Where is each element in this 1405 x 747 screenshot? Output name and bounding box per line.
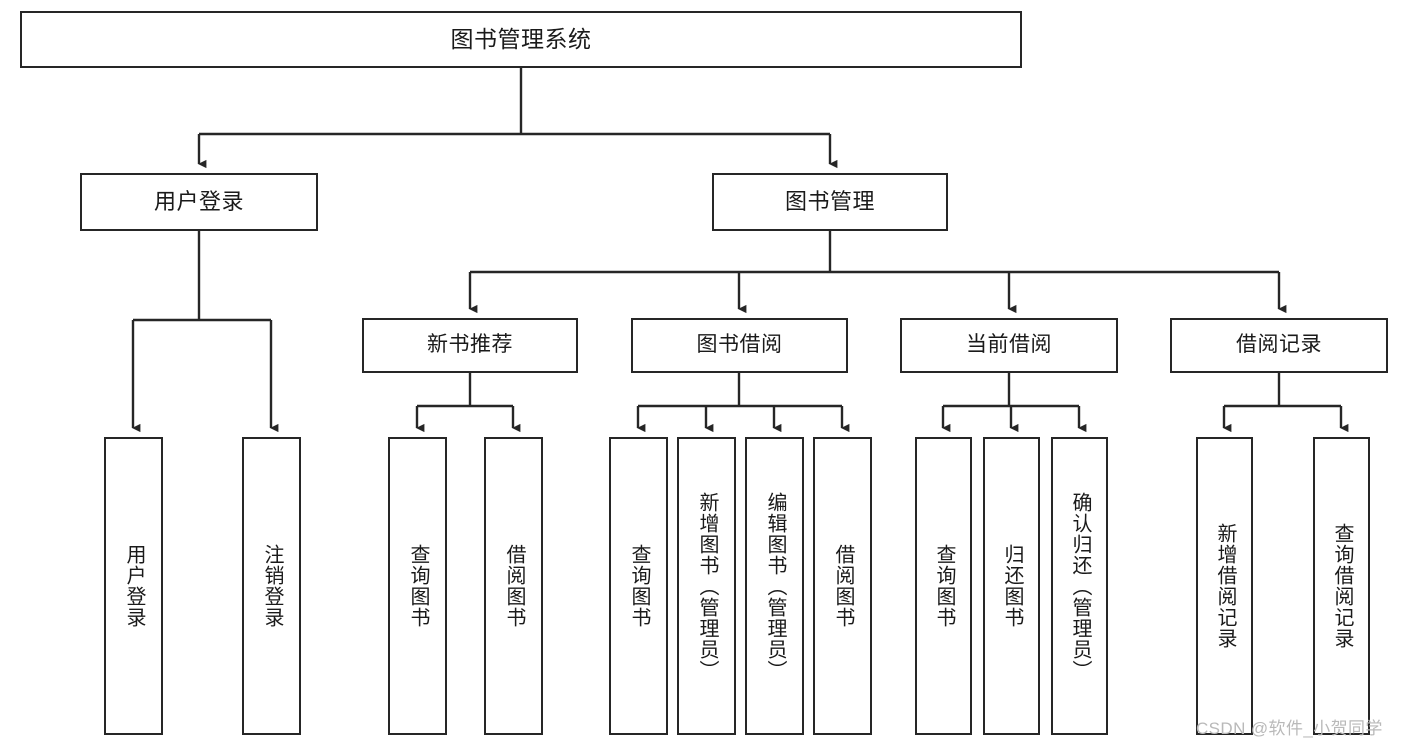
- node-leaf-query-book-3[interactable]: 查询图书: [915, 437, 972, 735]
- node-leaf-edit-book-label: 编辑图书（管理员）: [764, 491, 786, 681]
- node-new-book-rec-label: 新书推荐: [427, 333, 513, 357]
- node-borrow-record-label: 借阅记录: [1236, 333, 1322, 357]
- watermark-text: CSDN @软件_小贺同学: [1196, 719, 1383, 738]
- node-leaf-query-record-label: 查询借阅记录: [1331, 523, 1353, 649]
- node-leaf-query-book-3-label: 查询图书: [933, 544, 955, 628]
- node-root-label: 图书管理系统: [450, 25, 592, 52]
- node-leaf-add-record[interactable]: 新增借阅记录: [1196, 437, 1253, 735]
- node-book-borrow-label: 图书借阅: [696, 333, 783, 357]
- node-root[interactable]: 图书管理系统: [20, 11, 1022, 68]
- node-leaf-add-record-label: 新增借阅记录: [1214, 523, 1236, 649]
- node-leaf-query-record[interactable]: 查询借阅记录: [1313, 437, 1370, 735]
- node-leaf-add-book[interactable]: 新增图书（管理员）: [677, 437, 736, 735]
- node-current-borrow[interactable]: 当前借阅: [900, 318, 1118, 373]
- node-user-login[interactable]: 用户登录: [80, 173, 318, 231]
- node-leaf-edit-book[interactable]: 编辑图书（管理员）: [745, 437, 804, 735]
- node-leaf-query-book-2-label: 查询图书: [628, 544, 650, 628]
- node-book-manage[interactable]: 图书管理: [712, 173, 948, 231]
- node-user-login-label: 用户登录: [153, 189, 244, 215]
- node-leaf-query-book-2[interactable]: 查询图书: [609, 437, 668, 735]
- node-leaf-user-login-label: 用户登录: [123, 544, 145, 628]
- node-book-borrow[interactable]: 图书借阅: [631, 318, 848, 373]
- node-leaf-borrow-book-1[interactable]: 借阅图书: [484, 437, 543, 735]
- node-leaf-return-book-label: 归还图书: [1001, 544, 1023, 628]
- node-leaf-logout[interactable]: 注销登录: [242, 437, 301, 735]
- node-current-borrow-label: 当前借阅: [966, 333, 1052, 357]
- node-leaf-borrow-book-2[interactable]: 借阅图书: [813, 437, 872, 735]
- node-leaf-user-login[interactable]: 用户登录: [104, 437, 163, 735]
- node-leaf-query-book-1-label: 查询图书: [407, 544, 429, 628]
- node-borrow-record[interactable]: 借阅记录: [1170, 318, 1388, 373]
- node-leaf-confirm-return-label: 确认归还（管理员）: [1069, 491, 1091, 681]
- node-new-book-rec[interactable]: 新书推荐: [362, 318, 578, 373]
- node-leaf-logout-label: 注销登录: [261, 544, 283, 628]
- node-leaf-borrow-book-1-label: 借阅图书: [503, 544, 525, 628]
- node-leaf-confirm-return[interactable]: 确认归还（管理员）: [1051, 437, 1108, 735]
- node-leaf-query-book-1[interactable]: 查询图书: [388, 437, 447, 735]
- node-leaf-add-book-label: 新增图书（管理员）: [696, 491, 718, 681]
- node-leaf-return-book[interactable]: 归还图书: [983, 437, 1040, 735]
- node-leaf-borrow-book-2-label: 借阅图书: [832, 544, 854, 628]
- node-book-manage-label: 图书管理: [784, 189, 875, 215]
